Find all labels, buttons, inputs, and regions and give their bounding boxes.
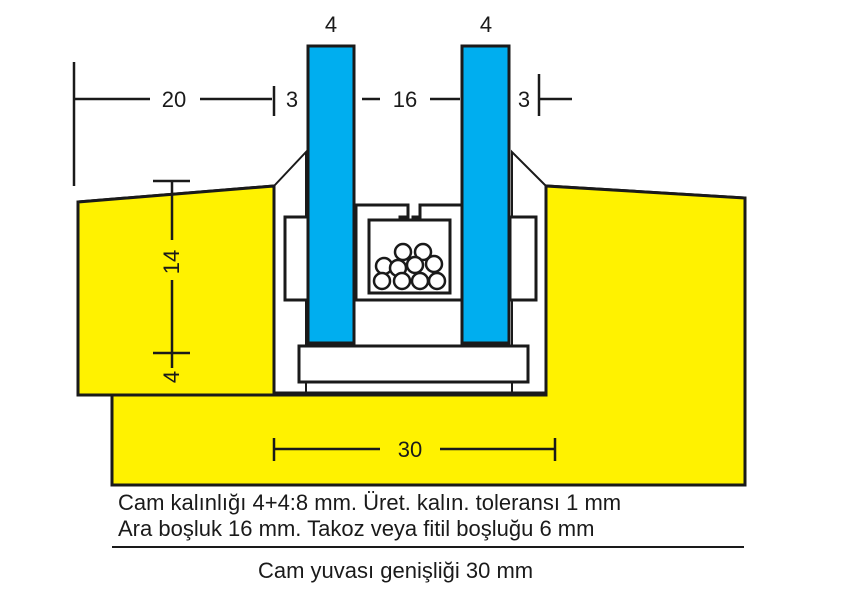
caption-groove-width: Cam yuvası genişliği 30 mm bbox=[258, 558, 534, 583]
label-rebate-height: 14 bbox=[159, 250, 184, 274]
label-glass-left: 4 bbox=[325, 12, 337, 37]
frame-left-block bbox=[76, 184, 276, 397]
label-right-gap: 3 bbox=[518, 87, 530, 112]
groove-dimension-lines bbox=[272, 438, 557, 461]
caption-separator bbox=[112, 546, 744, 548]
rebate-dimension-lines bbox=[153, 179, 190, 368]
label-groove-width: 30 bbox=[398, 437, 422, 462]
label-glass-right: 4 bbox=[480, 12, 492, 37]
label-setting-block: 4 bbox=[159, 371, 184, 383]
glass-pane-right bbox=[460, 44, 511, 345]
spacer-channel-left bbox=[283, 215, 312, 302]
desiccant-beads bbox=[372, 242, 447, 291]
caption-gap-spacing: Ara boşluk 16 mm. Takoz veya fitil boşlu… bbox=[118, 516, 595, 541]
label-spacer-gap: 16 bbox=[393, 87, 417, 112]
glass-groove bbox=[273, 149, 547, 395]
caption-glass-thickness: Cam kalınlığı 4+4:8 mm. Üret. kalın. tol… bbox=[118, 490, 622, 515]
label-left-gap: 3 bbox=[286, 87, 298, 112]
setting-block bbox=[297, 344, 530, 384]
glass-pane-left bbox=[306, 44, 356, 345]
label-left-frame: 20 bbox=[162, 87, 186, 112]
frame-base-right bbox=[110, 184, 747, 487]
top-dimension-lines bbox=[72, 62, 572, 186]
spacer-channel-right bbox=[508, 215, 538, 302]
